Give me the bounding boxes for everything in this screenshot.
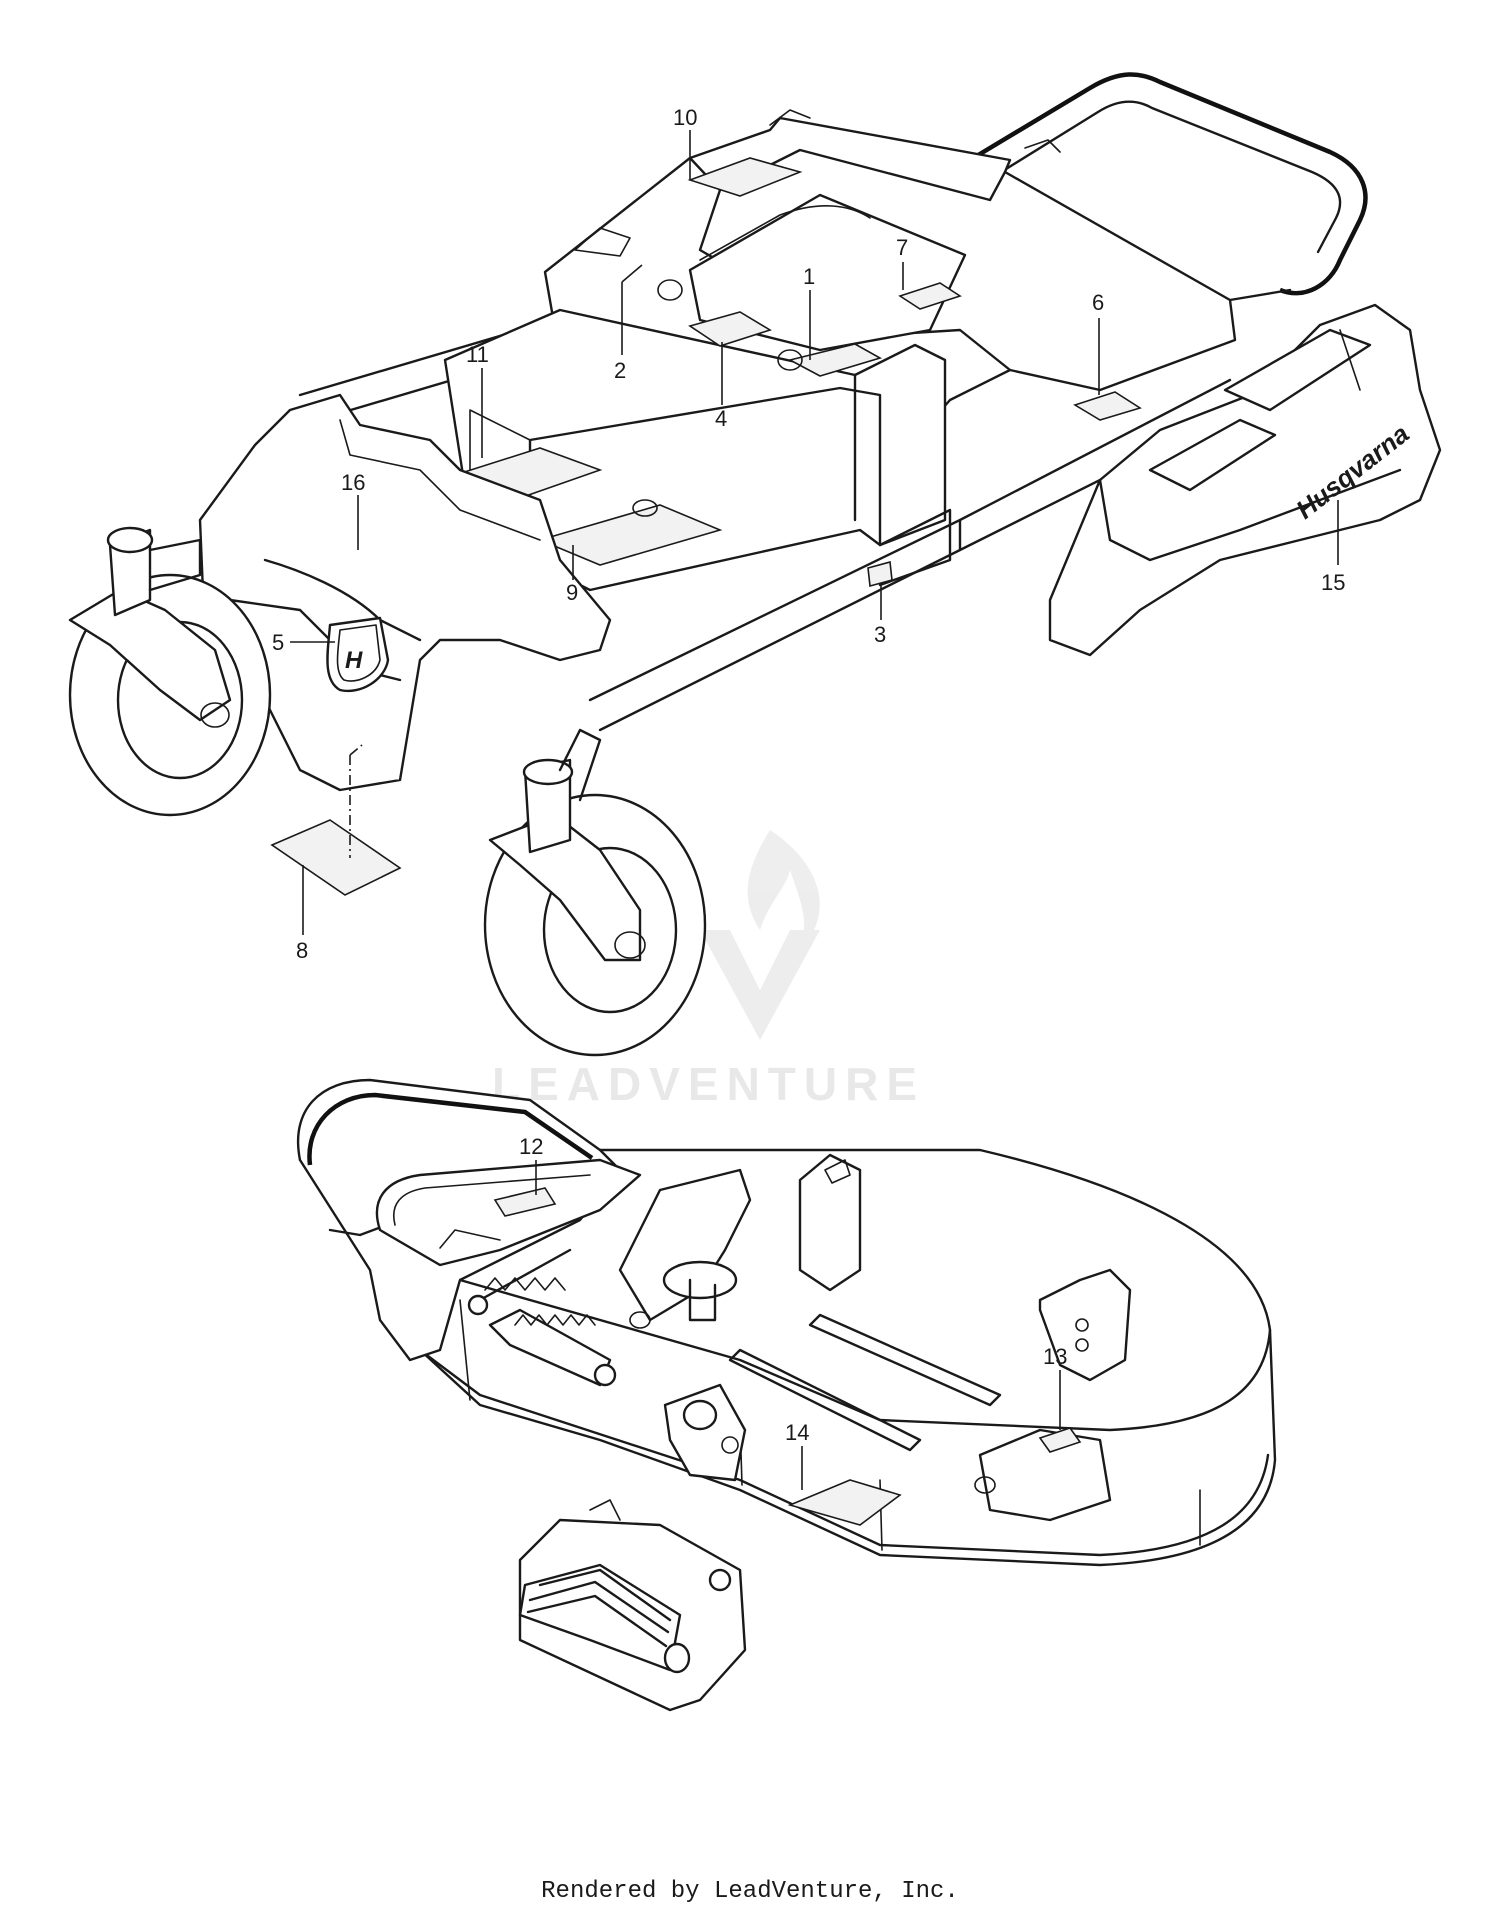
callout-labels: 1 2 3 4 5 6 7 8 9 10 11 12 13 14 15 16 xyxy=(272,105,1345,1490)
callout-11: 11 xyxy=(466,342,489,367)
mower-deck-assembly xyxy=(297,1078,1277,1712)
callout-12: 12 xyxy=(519,1134,543,1159)
decal-14 xyxy=(787,1479,902,1526)
center-spindle-bracket xyxy=(618,1168,752,1329)
decal-3 xyxy=(867,560,893,588)
callout-10: 10 xyxy=(673,105,697,130)
decal-10 xyxy=(687,157,803,197)
decal-12 xyxy=(493,1187,557,1217)
callout-7: 7 xyxy=(896,235,908,260)
footer-credit: Rendered by LeadVenture, Inc. xyxy=(541,1878,959,1905)
front-left-caster xyxy=(68,526,272,817)
callout-9: 9 xyxy=(566,580,578,605)
decal-9b xyxy=(537,504,723,566)
rear-fender-pod: Husqvarna xyxy=(1048,303,1442,657)
callout-4: 4 xyxy=(715,406,727,431)
callout-15: 15 xyxy=(1321,570,1345,595)
callout-8: 8 xyxy=(296,938,308,963)
front-right-caster xyxy=(483,728,707,1057)
callout-6: 6 xyxy=(1092,290,1104,315)
front-emblem: H xyxy=(326,616,390,693)
callout-16: 16 xyxy=(341,470,365,495)
callout-3: 3 xyxy=(874,622,886,647)
decal-13 xyxy=(1038,1427,1082,1453)
decal-6 xyxy=(1073,391,1142,421)
decal-1 xyxy=(787,343,883,377)
front-roller xyxy=(518,1499,747,1712)
husqvarna-crown-emblem-icon: H xyxy=(345,647,363,674)
tension-spring xyxy=(467,1248,617,1387)
watermark: LEADVENTURE xyxy=(492,830,925,1110)
decal-4 xyxy=(688,311,772,347)
callout-1: 1 xyxy=(803,264,815,289)
callout-2: 2 xyxy=(614,358,626,383)
callout-13: 13 xyxy=(1043,1344,1067,1369)
tractor-frame-assembly: H Husqvarna xyxy=(68,72,1442,1057)
watermark-text: LEADVENTURE xyxy=(492,1058,925,1110)
decal-7 xyxy=(898,282,962,310)
callout-5: 5 xyxy=(272,630,284,655)
callout-14: 14 xyxy=(785,1420,809,1445)
decal-8 xyxy=(270,819,402,896)
